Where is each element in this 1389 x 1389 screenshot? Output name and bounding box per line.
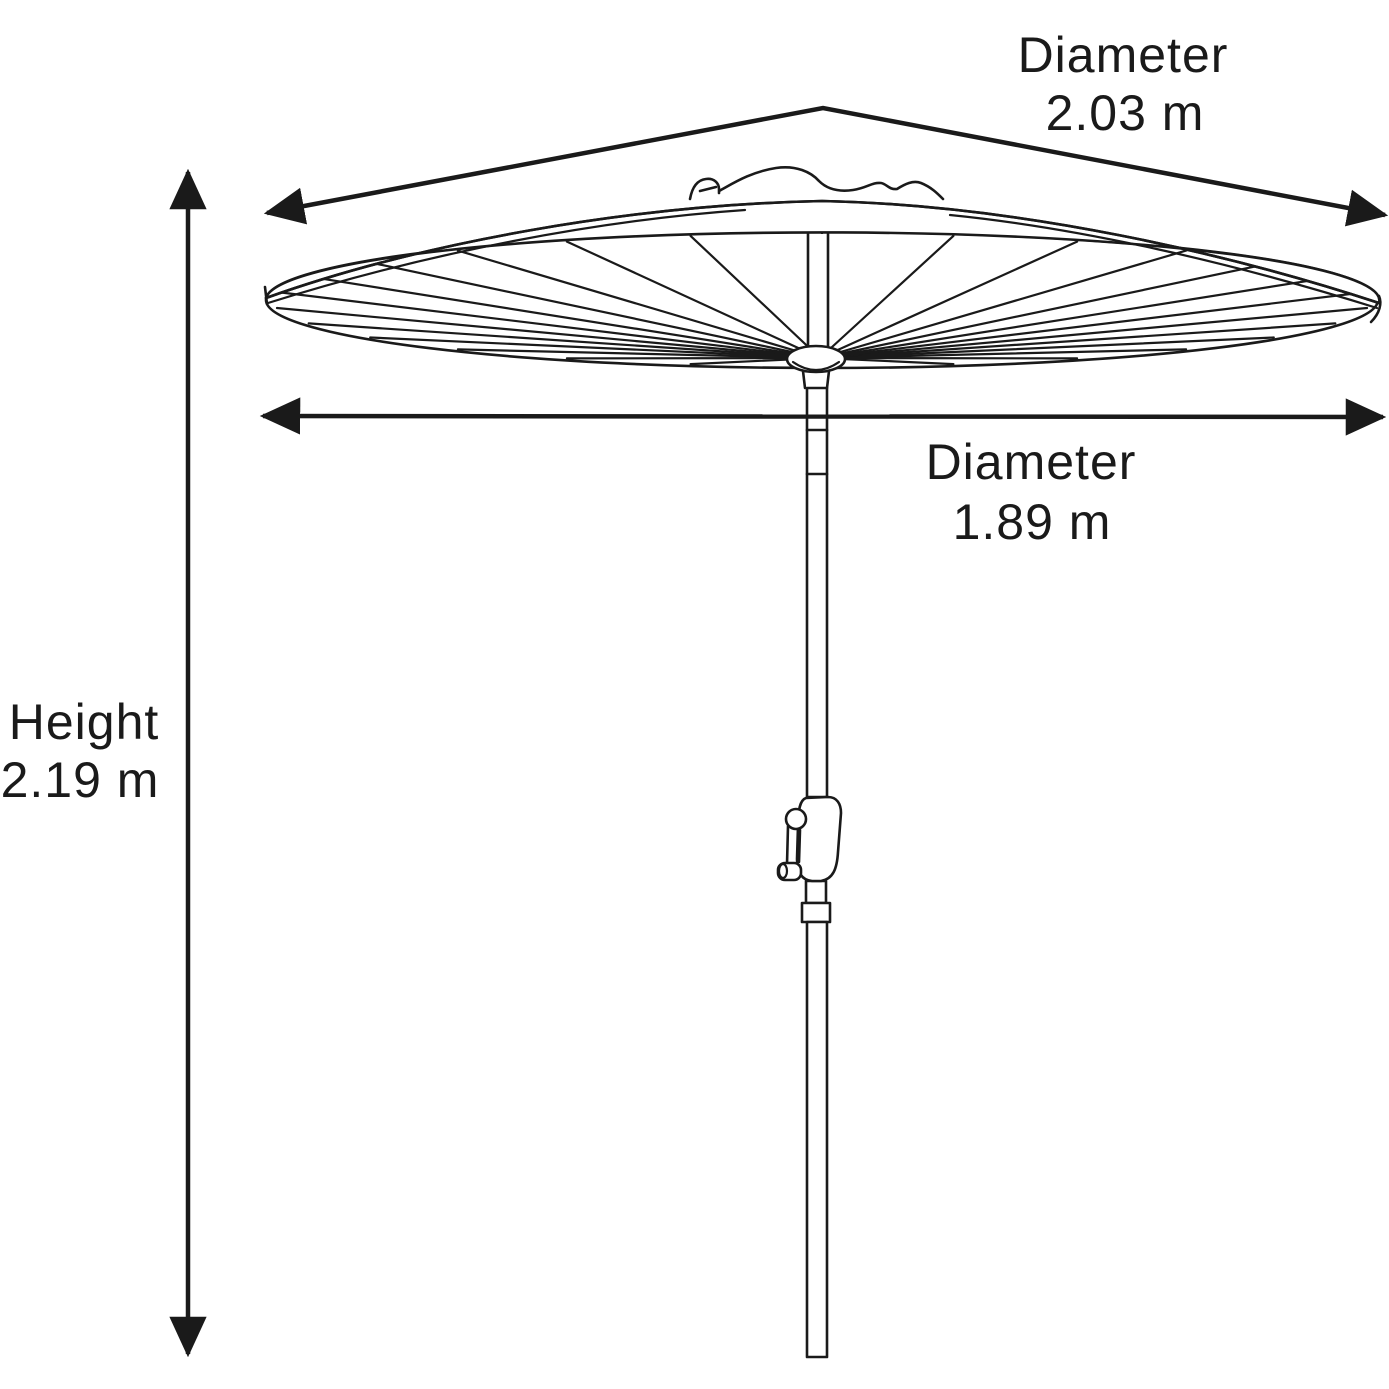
crank-arm: [785, 824, 802, 866]
slant-diameter-label: Diameter: [1018, 27, 1229, 83]
horizontal-diameter-arrow: [259, 397, 1387, 436]
horizontal-diameter-value: 1.89 m: [953, 494, 1112, 550]
canopy-hub: [785, 344, 847, 390]
crank-knob: [784, 807, 808, 831]
slant-diameter-arrow: [263, 105, 1389, 227]
crank-handle-cap: [777, 862, 789, 880]
height-label: Height: [9, 694, 160, 750]
horizontal-diameter-label: Diameter: [926, 434, 1137, 490]
crank-housing: [795, 795, 843, 883]
height-value: 2.19 m: [1, 752, 160, 808]
umbrella-pole: [800, 386, 832, 1359]
pole-upper-segment: [806, 232, 830, 354]
slant-diameter-value: 2.03 m: [1046, 85, 1205, 141]
crank-assembly: [776, 795, 843, 883]
canopy-finial-cap: [688, 166, 945, 201]
